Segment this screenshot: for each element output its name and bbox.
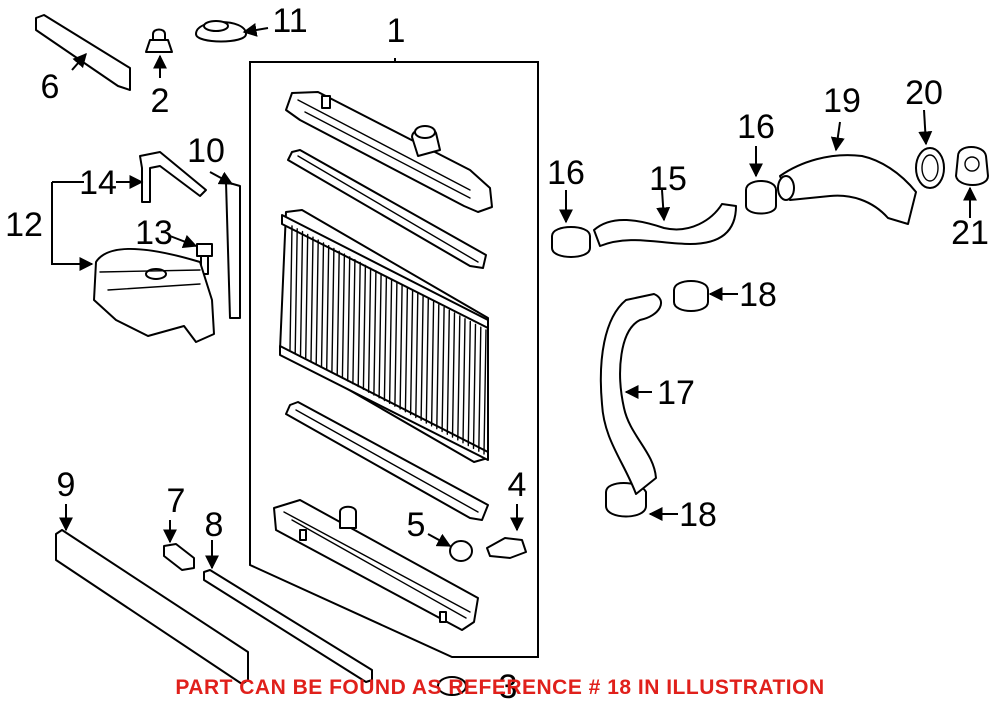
thermostat[interactable]	[955, 146, 989, 186]
callout-10: 10	[187, 132, 225, 170]
callout-9: 9	[57, 466, 76, 504]
radiator-fin	[320, 242, 325, 368]
side-seal[interactable]	[225, 181, 241, 319]
radiator-fin	[472, 323, 477, 450]
radiator-fin	[315, 239, 319, 365]
radiator-fin	[441, 306, 445, 433]
radiator-upper-tank[interactable]	[285, 91, 493, 213]
callout-5: 5	[407, 506, 426, 544]
radiator-fin	[383, 275, 388, 402]
radiator-lower-tank[interactable]	[273, 499, 479, 631]
hose-clamp-upper[interactable]	[673, 280, 709, 312]
hose-clamp-left[interactable]	[551, 226, 591, 258]
radiator-fin	[378, 273, 382, 399]
radiator-fin	[352, 259, 356, 385]
radiator-fin	[478, 326, 482, 452]
callout-2: 2	[151, 82, 170, 120]
radiator-fin	[331, 247, 335, 374]
leader-arrows	[51, 23, 977, 570]
lower-radiator-hose[interactable]	[599, 293, 662, 495]
radiator-fin	[430, 301, 435, 427]
radiator-fin	[399, 284, 403, 410]
radiator-fin	[310, 236, 314, 362]
radiator-fin	[289, 225, 293, 351]
callout-16-right: 16	[737, 108, 775, 146]
lower-air-guide[interactable]	[55, 529, 249, 685]
radiator-fin	[404, 287, 409, 413]
callout-18-lower: 18	[679, 496, 717, 534]
radiator-core[interactable]	[279, 209, 489, 463]
radiator-fin	[367, 267, 372, 393]
radiator-fin	[457, 315, 461, 441]
upper-tank-gasket	[287, 149, 487, 269]
callout-15: 15	[649, 160, 687, 198]
radiator-fin	[326, 244, 330, 371]
radiator-fin	[347, 256, 351, 382]
radiator-fin	[467, 320, 471, 447]
radiator-grommet[interactable]	[145, 28, 173, 53]
radiator-fin	[336, 250, 340, 376]
radiator-fin	[373, 270, 377, 396]
callout-21: 21	[951, 214, 989, 252]
drain-cock[interactable]	[486, 537, 527, 559]
cushion-block[interactable]	[163, 543, 195, 571]
callout-14: 14	[79, 164, 117, 202]
radiator-fin	[436, 304, 440, 430]
callout-8: 8	[205, 506, 224, 544]
hose-clamp-right[interactable]	[745, 180, 777, 215]
lower-seal-strip[interactable]	[203, 569, 373, 683]
radiator-fin	[357, 261, 361, 388]
callout-12: 12	[5, 206, 43, 244]
radiator-fin	[415, 292, 419, 419]
lower-tank-gasket	[285, 401, 489, 521]
callout-11: 11	[272, 2, 307, 40]
radiator-fin	[483, 329, 487, 455]
radiator-fin	[451, 312, 456, 438]
callout-19: 19	[823, 82, 861, 120]
callout-4: 4	[508, 466, 527, 504]
radiator-fin	[341, 253, 346, 379]
callout-17: 17	[657, 374, 695, 412]
callout-16-left: 16	[547, 154, 585, 192]
radiator-fin	[362, 264, 367, 391]
upper-radiator-hose[interactable]	[593, 203, 737, 247]
coolant-reservoir[interactable]	[93, 248, 215, 343]
drain-plug[interactable]	[449, 540, 473, 562]
reference-note: PART CAN BE FOUND AS REFERENCE # 18 IN I…	[175, 676, 824, 699]
radiator-fin	[299, 230, 304, 357]
radiator-fin	[446, 309, 450, 435]
radiator-fin	[409, 289, 414, 416]
radiator-fin	[305, 233, 309, 360]
callout-1: 1	[387, 12, 406, 50]
callout-7: 7	[167, 482, 186, 520]
radiator-fin	[462, 318, 466, 444]
radiator-fin	[420, 295, 424, 421]
lower-grommet[interactable]	[437, 676, 467, 696]
callout-20: 20	[905, 74, 943, 112]
callout-18-upper: 18	[739, 276, 777, 314]
water-outlet-pipe[interactable]	[779, 154, 917, 225]
radiator-fin	[425, 298, 429, 424]
callout-13: 13	[135, 214, 173, 252]
thermostat-gasket[interactable]	[915, 147, 945, 189]
radiator-assembly-frame	[249, 58, 539, 658]
radiator-fin	[294, 228, 298, 354]
callout-3: 3	[499, 668, 518, 705]
radiator-fin	[388, 278, 393, 405]
callout-6: 6	[41, 68, 60, 106]
callout-labels: 1 2 3 4 5 6 7 8 9 10 11 12 13 14 15 16 1…	[5, 2, 989, 705]
radiator-fin	[394, 281, 398, 407]
upper-support-seal[interactable]	[35, 14, 131, 91]
